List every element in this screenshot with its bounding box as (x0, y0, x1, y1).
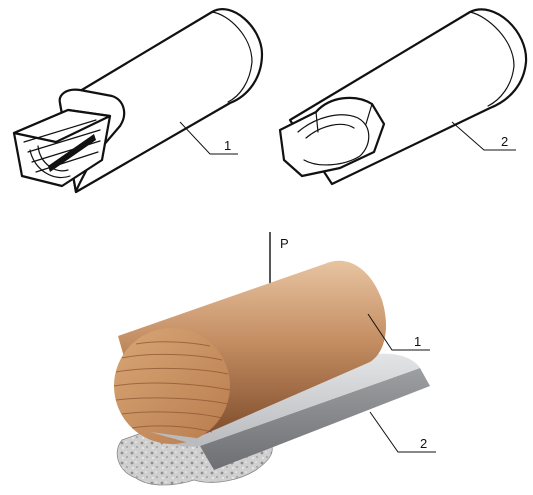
shell-inner-wall (297, 114, 370, 166)
wood-end-face (114, 328, 230, 444)
shell-edge-1 (315, 111, 319, 133)
block-top-face (12, 108, 112, 144)
leader-top-left (179, 121, 238, 155)
strip-side (200, 368, 430, 470)
inner-ring-1 (29, 149, 71, 179)
cylinder-body-1 (58, 8, 264, 194)
strip-contact (150, 432, 200, 446)
label-top-left: 1 (224, 138, 231, 153)
label-top-right: 2 (501, 134, 508, 149)
loaded-assembly-view: P 1 2 (113, 232, 436, 486)
lamination-line-4 (35, 151, 99, 173)
shell-inner-wall-2 (305, 123, 355, 139)
inner-ring-2 (37, 145, 69, 172)
cylinder-end-cap (211, 11, 253, 103)
leader-bottom-round (367, 313, 430, 351)
leader-bottom-strip (369, 411, 436, 453)
assembled-section-view: 1 (12, 8, 264, 194)
lamination-line-2 (27, 129, 101, 153)
label-bottom-strip: 2 (420, 436, 427, 451)
slot-mark (48, 134, 96, 172)
shell-edge-2 (365, 103, 373, 125)
leader-top-right (451, 121, 516, 151)
force-label: P (280, 236, 289, 251)
label-bottom-round: 1 (414, 334, 421, 349)
wood-grain (113, 341, 231, 433)
lamination-line-1 (23, 119, 97, 143)
shell-view: 2 (278, 8, 528, 186)
cylinder-end-cap-2 (469, 11, 515, 107)
